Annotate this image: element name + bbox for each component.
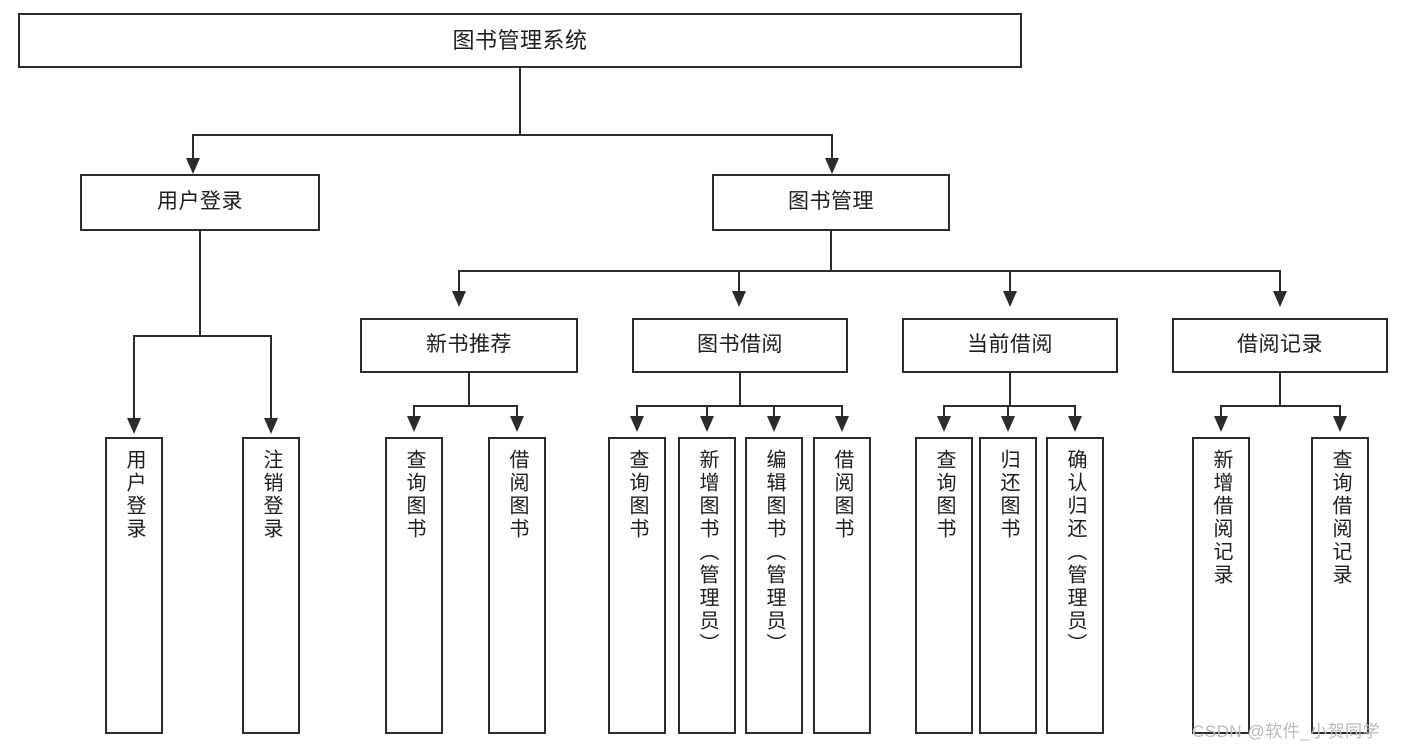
leaf-nbr-borrow-book[interactable]: 借阅图书 <box>488 437 546 734</box>
connector-bb-drop-3 <box>773 405 775 419</box>
node-label: 确认归还（管理员） <box>1064 449 1086 656</box>
leaf-cb-confirm-return-admin[interactable]: 确认归还（管理员） <box>1046 437 1104 734</box>
arrowhead-to-borrow-record <box>1273 291 1287 307</box>
connector-bm-drop-4 <box>1279 270 1281 294</box>
node-book-management[interactable]: 图书管理 <box>712 174 950 231</box>
node-label: 图书借阅 <box>697 333 783 357</box>
node-label: 注销登录 <box>260 449 282 541</box>
node-label: 查询图书 <box>403 449 425 541</box>
node-label: 借阅记录 <box>1237 333 1323 357</box>
arrowhead-to-book-management <box>825 158 839 174</box>
arrowhead-br-leaf-1 <box>1214 416 1228 432</box>
node-label: 借阅图书 <box>831 449 853 541</box>
node-label: 查询借阅记录 <box>1329 449 1351 587</box>
connector-root-stem <box>519 68 521 135</box>
connector-root-bar <box>193 134 833 136</box>
connector-cb-drop-2 <box>1007 405 1009 419</box>
arrowhead-bb-leaf-2 <box>700 416 714 432</box>
connector-book-management-bar <box>459 270 1281 272</box>
connector-bb-drop-4 <box>841 405 843 419</box>
connector-root-drop-2 <box>831 134 833 162</box>
connector-br-drop-1 <box>1220 405 1222 419</box>
connector-bb-stem <box>739 373 741 407</box>
node-borrow-record[interactable]: 借阅记录 <box>1172 318 1388 373</box>
leaf-bb-borrow-book[interactable]: 借阅图书 <box>813 437 871 734</box>
node-label: 查询图书 <box>933 449 955 541</box>
connector-user-login-drop-2 <box>270 335 272 421</box>
leaf-nbr-query-book[interactable]: 查询图书 <box>385 437 443 734</box>
arrowhead-nbr-leaf-1 <box>407 416 421 432</box>
node-label: 新书推荐 <box>426 333 512 357</box>
arrowhead-br-leaf-2 <box>1333 416 1347 432</box>
leaf-br-query-record[interactable]: 查询借阅记录 <box>1311 437 1369 734</box>
arrowhead-to-new-book-recommend <box>452 291 466 307</box>
leaf-bb-add-book-admin[interactable]: 新增图书（管理员） <box>678 437 736 734</box>
connector-bb-bar <box>637 405 843 407</box>
node-label: 新增图书（管理员） <box>696 449 718 656</box>
node-label: 用户登录 <box>157 190 243 214</box>
connector-root-drop-1 <box>192 134 194 162</box>
node-root-book-management-system[interactable]: 图书管理系统 <box>18 13 1022 68</box>
connector-cb-bar <box>944 405 1075 407</box>
connector-user-login-stem <box>199 231 201 336</box>
node-current-borrow[interactable]: 当前借阅 <box>902 318 1118 373</box>
node-label: 用户登录 <box>123 449 145 541</box>
arrowhead-to-user-login-leaf <box>127 418 141 434</box>
arrowhead-bb-leaf-1 <box>630 416 644 432</box>
connector-br-bar <box>1221 405 1340 407</box>
node-label: 编辑图书（管理员） <box>763 449 785 656</box>
connector-book-management-stem <box>830 231 832 272</box>
connector-nbr-bar <box>414 405 517 407</box>
connector-nbr-drop-2 <box>516 405 518 419</box>
node-label: 归还图书 <box>997 449 1019 541</box>
leaf-user-login[interactable]: 用户登录 <box>105 437 163 734</box>
connector-user-login-bar <box>134 335 271 337</box>
connector-bb-drop-2 <box>706 405 708 419</box>
leaf-cb-query-book[interactable]: 查询图书 <box>915 437 973 734</box>
connector-cb-drop-1 <box>943 405 945 419</box>
arrowhead-nbr-leaf-2 <box>510 416 524 432</box>
node-label: 查询图书 <box>626 449 648 541</box>
connector-bm-drop-3 <box>1009 270 1011 294</box>
arrowhead-cb-leaf-2 <box>1001 416 1015 432</box>
connector-bb-drop-1 <box>636 405 638 419</box>
arrowhead-cb-leaf-1 <box>937 416 951 432</box>
connector-user-login-drop-1 <box>133 335 135 421</box>
leaf-logout[interactable]: 注销登录 <box>242 437 300 734</box>
arrowhead-to-user-login <box>186 158 200 174</box>
leaf-bb-query-book[interactable]: 查询图书 <box>608 437 666 734</box>
connector-cb-stem <box>1009 373 1011 407</box>
node-user-login[interactable]: 用户登录 <box>80 174 320 231</box>
csdn-watermark: CSDN @软件_小贺同学 <box>1192 722 1381 741</box>
leaf-br-add-record[interactable]: 新增借阅记录 <box>1192 437 1250 734</box>
connector-cb-drop-3 <box>1074 405 1076 419</box>
arrowhead-to-book-borrow <box>732 291 746 307</box>
node-new-book-recommend[interactable]: 新书推荐 <box>360 318 578 373</box>
connector-bm-drop-1 <box>458 270 460 294</box>
node-label: 图书管理系统 <box>452 27 588 53</box>
arrowhead-to-current-borrow <box>1003 291 1017 307</box>
arrowhead-bb-leaf-3 <box>767 416 781 432</box>
arrowhead-cb-leaf-3 <box>1068 416 1082 432</box>
node-book-borrow[interactable]: 图书借阅 <box>632 318 848 373</box>
node-label: 当前借阅 <box>967 333 1053 357</box>
connector-bm-drop-2 <box>738 270 740 294</box>
node-label: 图书管理 <box>788 190 874 214</box>
node-label: 新增借阅记录 <box>1210 449 1232 587</box>
leaf-bb-edit-book-admin[interactable]: 编辑图书（管理员） <box>745 437 803 734</box>
connector-br-drop-2 <box>1339 405 1341 419</box>
arrowhead-to-logout-leaf <box>264 418 278 434</box>
connector-br-stem <box>1279 373 1281 407</box>
leaf-cb-return-book[interactable]: 归还图书 <box>979 437 1037 734</box>
node-label: 借阅图书 <box>506 449 528 541</box>
arrowhead-bb-leaf-4 <box>835 416 849 432</box>
connector-nbr-drop-1 <box>413 405 415 419</box>
connector-nbr-stem <box>468 373 470 407</box>
